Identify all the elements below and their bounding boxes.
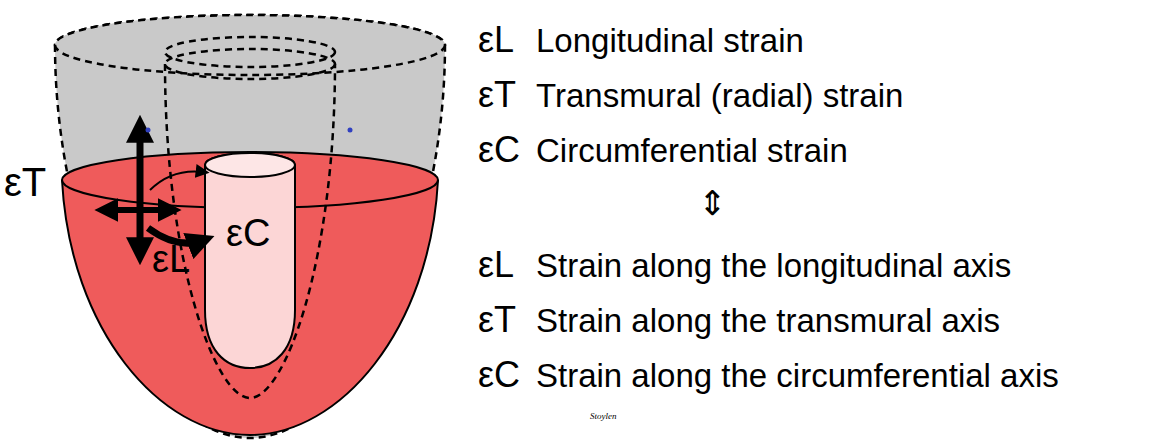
longitudinal-arrow — [137, 126, 144, 254]
author-signature: Stoylen — [590, 412, 617, 421]
strain-symbol: εT — [478, 77, 516, 113]
legend-text: Transmural (radial) strain — [536, 79, 903, 112]
strain-symbol: εL — [478, 22, 514, 58]
legend-text: Longitudinal strain — [536, 24, 804, 57]
cavity — [205, 153, 295, 368]
equivalence-arrow: ⇕ — [698, 186, 727, 220]
legend-text: Strain along the transmural axis — [536, 304, 1000, 337]
inner-rim — [165, 37, 335, 67]
marker-dot — [146, 128, 151, 133]
marker-dot — [348, 128, 353, 133]
strain-symbol: εC — [478, 357, 520, 393]
transmural-arrow — [104, 207, 172, 213]
legend-text: Strain along the longitudinal axis — [536, 249, 1011, 282]
outer-rim — [55, 15, 445, 75]
inner-rim-2 — [165, 49, 335, 79]
legend-text: Circumferential strain — [536, 134, 848, 167]
circumferential-arrow-back — [150, 171, 204, 190]
legend-text: Strain along the circumferential axis — [536, 359, 1059, 392]
cavity-rim — [205, 153, 295, 177]
outer-shell — [55, 15, 445, 438]
strain-symbol: εT — [4, 162, 46, 202]
strain-symbol: εT — [478, 302, 516, 338]
strain-symbol: εC — [226, 214, 270, 252]
strain-symbol: εL — [152, 240, 190, 278]
unstrained-cavity — [165, 64, 335, 398]
myocardium — [62, 152, 438, 435]
strain-symbol: εL — [478, 247, 514, 283]
strain-symbol: εC — [478, 132, 520, 168]
